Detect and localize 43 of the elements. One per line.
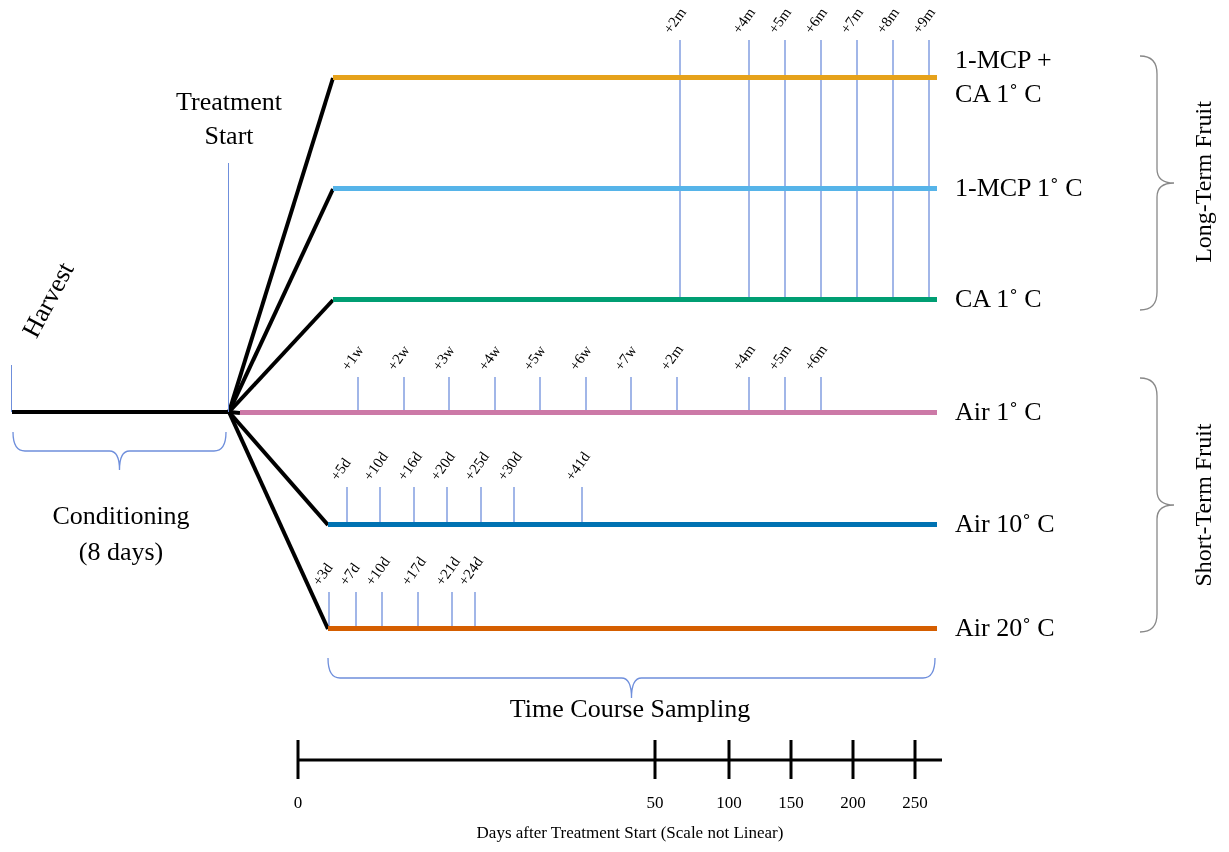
bracket-label: Conditioning (8 days) xyxy=(51,500,191,568)
sampling-time-label: +9m xyxy=(908,4,939,37)
sampling-time-label: +4w xyxy=(474,341,505,374)
treatment-label: Air 20˚ C xyxy=(955,612,1055,644)
axis-tick-label: 0 xyxy=(292,792,304,814)
axis-tick-label: 150 xyxy=(777,792,805,814)
branch-line xyxy=(227,77,335,413)
branch-line xyxy=(227,411,330,630)
sampling-time-label: +7w xyxy=(610,341,641,374)
sampling-time-label: +2w xyxy=(383,341,414,374)
axis-tick-label: 200 xyxy=(839,792,867,814)
sampling-time-label: +4m xyxy=(728,341,759,374)
axis-title: Days after Treatment Start (Scale not Linear) xyxy=(475,822,785,844)
sampling-time-label: +2m xyxy=(656,341,687,374)
sampling-time-label: +8m xyxy=(872,4,903,37)
sampling-time-label: +6m xyxy=(800,341,831,374)
bracket-label: Long-Term Fruit xyxy=(1189,100,1217,265)
treatment-label: 1-MCP + CA 1˚ C xyxy=(955,44,1053,110)
sampling-time-label: +7d xyxy=(335,559,364,589)
sampling-time-label: +6w xyxy=(565,341,596,374)
sampling-time-label: +4m xyxy=(728,4,759,37)
sampling-time-label: +5w xyxy=(519,341,550,374)
sampling-time-label: +5m xyxy=(764,4,795,37)
sampling-time-label: +2m xyxy=(659,4,690,37)
bracket-label: Short-Term Fruit xyxy=(1189,422,1217,589)
treatment-label: Air 1˚ C xyxy=(955,396,1042,428)
sampling-time-label: +5d xyxy=(326,454,355,484)
axis-tick-label: 250 xyxy=(901,792,929,814)
axis-tick-label: 100 xyxy=(715,792,743,814)
bracket-label: Time Course Sampling xyxy=(508,693,752,725)
stage-label: Treatment Start xyxy=(175,86,283,152)
sampling-time-label: +7m xyxy=(836,4,867,37)
treatment-label: CA 1˚ C xyxy=(955,283,1042,315)
branch-line xyxy=(12,410,229,414)
sampling-time-label: +1w xyxy=(337,341,368,374)
treatment-label: 1-MCP 1˚ C xyxy=(955,172,1083,204)
sampling-time-label: +3d xyxy=(308,559,337,589)
sampling-time-label: +6m xyxy=(800,4,831,37)
sampling-time-label: +3w xyxy=(428,341,459,374)
branch-line xyxy=(227,188,335,413)
sampling-time-label: +5m xyxy=(764,341,795,374)
treatment-label: Air 10˚ C xyxy=(955,508,1055,540)
axis-tick-label: 50 xyxy=(645,792,665,814)
